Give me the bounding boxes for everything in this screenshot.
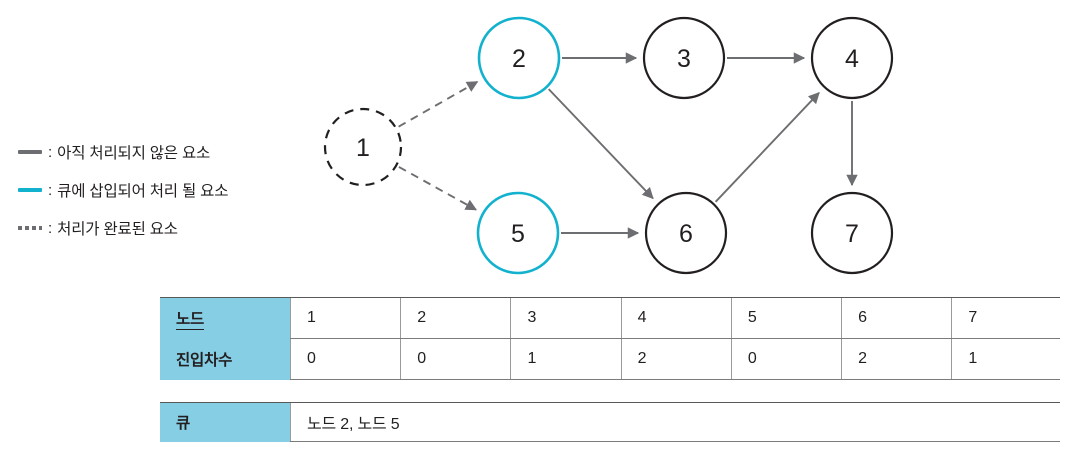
table-cell-indegree: 1 xyxy=(951,338,1060,380)
table-cell-indegree: 0 xyxy=(400,338,511,380)
table-cell-node: 5 xyxy=(730,297,842,339)
indegree-table-header-indegree: 진입차수 xyxy=(160,338,291,380)
graph-edge-layer xyxy=(398,52,858,239)
graph-edge-1-2 xyxy=(398,80,479,128)
graph-node-circle-6 xyxy=(644,191,728,275)
graph-node-7[interactable]: 7 xyxy=(810,191,894,275)
graph-edge-6-4 xyxy=(714,91,820,203)
legend-label-unprocessed: 아직 처리되지 않은 요소 xyxy=(57,145,211,162)
legend-separator: : xyxy=(48,143,53,161)
graph-node-1[interactable]: 1 xyxy=(323,107,403,187)
graph-node-circle-1 xyxy=(323,107,403,187)
solid-gray-line-icon xyxy=(18,150,44,154)
table-row-nodes: 노드 1 2 3 4 5 6 7 xyxy=(160,297,1060,339)
graph-node-2[interactable]: 2 xyxy=(477,16,561,100)
table-cell-node: 3 xyxy=(510,297,622,339)
legend: : 아직 처리되지 않은 요소 : 큐에 삽입되어 처리 될 요소 : 처리가 … xyxy=(18,133,298,247)
legend-item-unprocessed: : 아직 처리되지 않은 요소 xyxy=(18,133,298,171)
table-row-queue: 큐 노드 2, 노드 5 xyxy=(160,402,1060,442)
graph-node-6[interactable]: 6 xyxy=(644,191,728,275)
table-cell-node: 7 xyxy=(951,297,1060,339)
legend-label-completed: 처리가 완료된 요소 xyxy=(57,221,178,238)
queue-table-value: 노드 2, 노드 5 xyxy=(290,402,1060,442)
table-cell-indegree: 1 xyxy=(510,338,622,380)
legend-label-queued: 큐에 삽입되어 처리 될 요소 xyxy=(57,183,229,200)
table-cell-indegree: 2 xyxy=(841,338,952,380)
graph-node-circle-3 xyxy=(642,16,726,100)
table-cell-node: 4 xyxy=(620,297,732,339)
graph-node-label-5: 5 xyxy=(511,220,525,248)
dotted-gray-line-icon xyxy=(18,226,44,230)
legend-separator: : xyxy=(48,181,53,199)
graph-node-label-4: 4 xyxy=(845,45,859,73)
queue-table: 큐 노드 2, 노드 5 xyxy=(160,402,1060,442)
table-cell-node: 6 xyxy=(841,297,952,339)
graph-node-5[interactable]: 5 xyxy=(476,191,560,275)
indegree-table: 노드 1 2 3 4 5 6 7 진입차수 0 0 1 2 0 2 1 xyxy=(160,297,1060,380)
graph-node-label-3: 3 xyxy=(677,45,691,73)
graph-node-circle-2 xyxy=(477,16,561,100)
legend-item-queued: : 큐에 삽입되어 처리 될 요소 xyxy=(18,171,298,209)
graph-node-3[interactable]: 3 xyxy=(642,16,726,100)
table-cell-node: 2 xyxy=(400,297,511,339)
graph-node-circle-5 xyxy=(476,191,560,275)
table-row-indegrees: 진입차수 0 0 1 2 0 2 1 xyxy=(160,338,1060,380)
graph-node-label-6: 6 xyxy=(679,220,693,248)
graph-node-4[interactable]: 4 xyxy=(810,16,894,100)
table-cell-indegree: 0 xyxy=(730,338,842,380)
graph-node-circle-4 xyxy=(810,16,894,100)
graph-diagram: 1 2 3 4 5 6 7 xyxy=(290,0,930,290)
graph-edge-2-6 xyxy=(548,88,654,200)
table-cell-indegree: 0 xyxy=(289,338,401,380)
graph-node-label-1: 1 xyxy=(356,134,370,162)
legend-item-completed: : 처리가 완료된 요소 xyxy=(18,209,298,247)
indegree-table-header-node: 노드 xyxy=(160,297,291,339)
graph-node-label-7: 7 xyxy=(845,220,859,248)
queue-table-header: 큐 xyxy=(160,402,291,442)
solid-cyan-line-icon xyxy=(18,188,44,192)
graph-node-label-2: 2 xyxy=(512,45,526,73)
graph-node-circle-7 xyxy=(810,191,894,275)
table-cell-node: 1 xyxy=(289,297,401,339)
graph-edge-1-5 xyxy=(398,166,477,211)
table-cell-indegree: 2 xyxy=(620,338,732,380)
graph-node-layer: 1 2 3 4 5 6 7 xyxy=(323,16,894,275)
legend-separator: : xyxy=(48,219,53,237)
